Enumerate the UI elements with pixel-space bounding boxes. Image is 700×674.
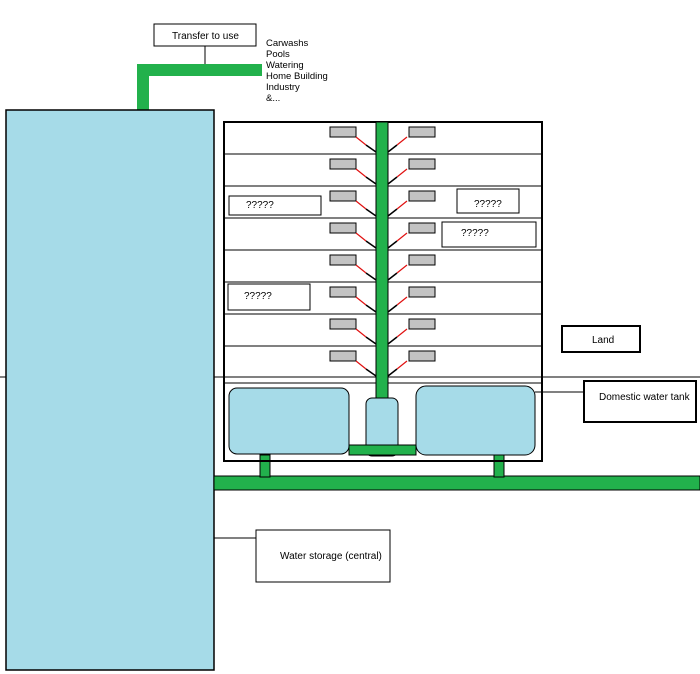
wire-end-right-8 — [388, 369, 397, 376]
transfer-label: Transfer to use — [172, 31, 239, 42]
unknown-label-1: ????? — [246, 200, 274, 211]
sensor-right-5 — [409, 255, 435, 265]
unknown-box-2: ????? — [457, 189, 519, 213]
wire-left-2 — [356, 169, 366, 177]
water-storage-label: Water storage (central) — [280, 551, 382, 562]
unknown-box-4: ????? — [228, 284, 310, 310]
wire-end-left-4 — [366, 241, 376, 248]
wire-right-6 — [397, 297, 407, 305]
sensor-right-6 — [409, 287, 435, 297]
central-water-storage — [6, 110, 214, 670]
tank-connector-right — [494, 455, 504, 477]
sensor-left-6 — [330, 287, 356, 297]
sensor-left-1 — [330, 127, 356, 137]
wire-end-right-5 — [388, 273, 397, 280]
wire-right-7 — [397, 329, 407, 337]
unknown-box-1: ????? — [229, 196, 321, 215]
sensor-left-4 — [330, 223, 356, 233]
wire-end-left-2 — [366, 177, 376, 184]
sensor-right-1 — [409, 127, 435, 137]
unknown-label-2: ????? — [474, 199, 502, 210]
sensor-left-2 — [330, 159, 356, 169]
wire-end-right-3 — [388, 209, 397, 216]
sensor-right-8 — [409, 351, 435, 361]
wire-end-right-1 — [388, 145, 397, 152]
wire-end-right-2 — [388, 177, 397, 184]
transfer-pipe-joint — [137, 104, 149, 110]
sensor-left-7 — [330, 319, 356, 329]
wire-left-4 — [356, 233, 366, 241]
wire-right-2 — [397, 169, 407, 177]
sensor-right-2 — [409, 159, 435, 169]
use-item-etc: &... — [266, 93, 280, 104]
wire-right-1 — [397, 137, 407, 145]
unknown-label-3: ????? — [461, 228, 489, 239]
tank-connector-left — [260, 455, 270, 477]
wire-left-7 — [356, 329, 366, 337]
use-item-carwash: Carwashs — [266, 38, 308, 49]
distribution-pipe — [214, 476, 700, 490]
sensor-right-7 — [409, 319, 435, 329]
use-item-home-building: Home Building — [266, 71, 328, 82]
land-label: Land — [592, 335, 614, 346]
wire-left-6 — [356, 297, 366, 305]
wire-right-3 — [397, 201, 407, 209]
sensor-right-3 — [409, 191, 435, 201]
wire-end-right-7 — [388, 337, 397, 344]
wire-left-3 — [356, 201, 366, 209]
basement-pipe — [349, 445, 416, 455]
domestic-tank-label: Domestic water tank — [599, 392, 691, 403]
wire-end-right-6 — [388, 305, 397, 312]
wire-right-5 — [397, 265, 407, 273]
wire-left-8 — [356, 361, 366, 369]
wire-end-left-7 — [366, 337, 376, 344]
wire-left-1 — [356, 137, 366, 145]
sensor-left-5 — [330, 255, 356, 265]
sensor-right-4 — [409, 223, 435, 233]
wire-end-left-3 — [366, 209, 376, 216]
wire-right-4 — [397, 233, 407, 241]
wire-end-left-1 — [366, 145, 376, 152]
wire-end-left-8 — [366, 369, 376, 376]
wire-end-left-5 — [366, 273, 376, 280]
unknown-label-4: ????? — [244, 291, 272, 302]
wire-right-8 — [397, 361, 407, 369]
uses-list: Carwashs Pools Watering Home Building In… — [266, 38, 328, 104]
use-item-watering: Watering — [266, 60, 304, 71]
vertical-riser — [376, 122, 388, 398]
sensor-left-3 — [330, 191, 356, 201]
domestic-tank-left — [229, 388, 349, 454]
use-item-pools: Pools — [266, 49, 290, 60]
sensor-left-8 — [330, 351, 356, 361]
transfer-pipe — [143, 70, 262, 110]
use-item-industry: Industry — [266, 82, 300, 93]
unknown-box-3: ????? — [442, 222, 536, 247]
wire-left-5 — [356, 265, 366, 273]
wire-end-left-6 — [366, 305, 376, 312]
wire-end-right-4 — [388, 241, 397, 248]
domestic-tank-right — [416, 386, 535, 455]
